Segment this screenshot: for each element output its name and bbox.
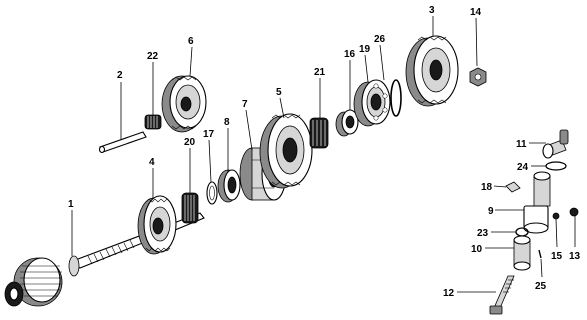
callout-17: 17 [203,129,215,140]
part-14-nut [469,67,487,87]
part-10-sleeve [513,235,531,271]
part-5-gear [259,113,313,189]
part-16-collar [335,109,359,137]
callout-13: 13 [569,251,581,262]
part-2-pin [98,131,147,154]
callout-4: 4 [149,157,155,168]
callout-21: 21 [314,67,326,78]
part-20-needle-bearing [181,192,199,224]
callout-6: 6 [188,36,194,47]
callout-8: 8 [224,117,230,128]
part-24-o-ring [545,161,567,171]
part-17-snap-ring [206,181,218,205]
part-12-bolt [489,275,515,315]
part-4-gear [137,195,177,255]
callout-19: 19 [359,44,371,55]
callout-7: 7 [242,99,248,110]
part-23-o-ring [515,227,529,237]
callout-1: 1 [68,199,74,210]
part-19-ball-bearing [353,79,391,127]
callout-12: 12 [443,288,455,299]
callout-11: 11 [516,139,527,150]
part-13-plug [569,207,579,217]
callout-labels: 2 22 6 4 1 20 17 8 7 5 21 16 19 26 3 14 … [68,5,581,299]
part-3-gear [405,35,459,107]
callout-2: 2 [117,70,123,81]
part-18-washer [505,181,521,193]
callout-3: 3 [429,5,435,16]
callout-25: 25 [535,281,547,292]
part-22-needle-bearing [144,114,162,130]
leader-lines [71,16,576,293]
part-25-pin [538,249,542,259]
callout-23: 23 [477,228,489,239]
part-15-detent-ball [552,212,560,220]
callout-5: 5 [276,87,282,98]
callout-22: 22 [147,51,159,62]
part-26-snap-ring [390,79,402,117]
part-21-needle-bearing [309,117,329,149]
part-8-synchro-ring [217,169,241,203]
part-6-gear [161,75,207,133]
callout-16: 16 [344,49,356,60]
callout-24: 24 [517,162,529,173]
callout-18: 18 [481,182,493,193]
callout-9: 9 [488,206,494,217]
callout-15: 15 [551,251,563,262]
callout-10: 10 [471,244,483,255]
part-11-shaft-end [542,129,569,159]
callout-20: 20 [184,137,196,148]
callout-14: 14 [470,7,482,18]
callout-26: 26 [374,34,386,45]
part-9-shift-holder [523,171,551,234]
